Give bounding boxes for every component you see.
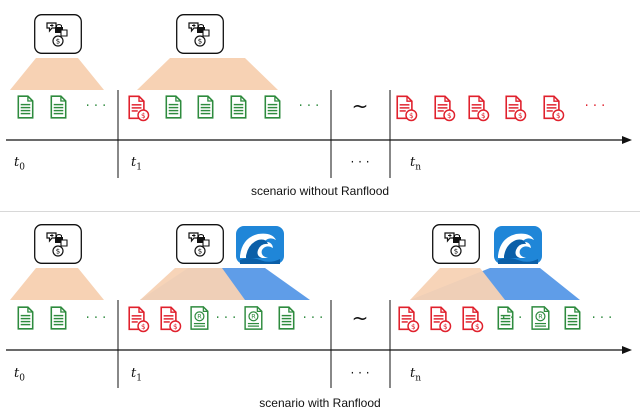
red-document-ransom-icon bbox=[543, 95, 565, 122]
green-document-r-icon bbox=[531, 306, 550, 330]
caption-with-ranflood: scenario with Ranflood bbox=[259, 396, 381, 410]
red-document-ransom-icon bbox=[462, 306, 484, 333]
section-divider bbox=[0, 211, 640, 212]
green-document-icon bbox=[264, 95, 281, 119]
ellipsis-red: · · · bbox=[585, 99, 606, 114]
green-document-icon bbox=[197, 95, 214, 119]
red-document-ransom-icon bbox=[430, 306, 452, 333]
green-document-icon bbox=[17, 95, 34, 119]
time-label-t0: t0 bbox=[14, 155, 25, 173]
timeline-arrowhead bbox=[622, 346, 632, 354]
ellipsis-green: · · · bbox=[86, 311, 107, 326]
green-document-r-icon bbox=[190, 306, 209, 330]
dots-below: · · · bbox=[350, 366, 369, 380]
ransomware-box-icon bbox=[34, 224, 82, 264]
ransomware-box-icon bbox=[176, 224, 224, 264]
wave-icon bbox=[236, 226, 284, 264]
ellipsis-green: · · · bbox=[502, 311, 523, 326]
ellipsis-green: · · · bbox=[299, 99, 320, 114]
red-document-ransom-icon bbox=[128, 95, 150, 122]
ransomware-beam-bottom-2 bbox=[140, 268, 245, 300]
ellipsis-green: · · · bbox=[592, 311, 613, 326]
caption-without-ranflood: scenario without Ranflood bbox=[250, 184, 390, 198]
red-document-ransom-icon bbox=[398, 306, 420, 333]
wave-icon bbox=[494, 226, 542, 264]
ellipsis-green: · · · bbox=[216, 311, 237, 326]
ransomware-box-icon bbox=[34, 14, 82, 54]
red-document-ransom-icon bbox=[505, 95, 527, 122]
tilde-gap: ~ bbox=[352, 306, 369, 330]
ransomware-box-icon bbox=[176, 14, 224, 54]
ransomware-box-icon bbox=[432, 224, 480, 264]
dots-below: · · · bbox=[350, 155, 369, 169]
green-document-icon bbox=[50, 306, 67, 330]
time-label-tn: tn bbox=[410, 155, 422, 173]
timeline-arrowhead bbox=[622, 136, 632, 144]
time-label-t1: t1 bbox=[131, 155, 142, 173]
green-document-icon bbox=[564, 306, 581, 330]
green-document-icon bbox=[50, 95, 67, 119]
ransomware-beam-bottom-3 bbox=[410, 268, 505, 300]
green-document-r-icon bbox=[244, 306, 263, 330]
ransomware-beam-bottom-1 bbox=[10, 268, 104, 300]
red-document-ransom-icon bbox=[434, 95, 456, 122]
red-document-ransom-icon bbox=[468, 95, 490, 122]
ransomware-beam-top-1 bbox=[10, 58, 104, 90]
ransomware-beam-top-2 bbox=[137, 58, 278, 90]
green-document-icon bbox=[230, 95, 247, 119]
red-document-ransom-icon bbox=[396, 95, 418, 122]
green-document-icon bbox=[278, 306, 295, 330]
red-document-ransom-icon bbox=[128, 306, 150, 333]
ellipsis-green: · · · bbox=[303, 311, 324, 326]
red-document-ransom-icon bbox=[160, 306, 182, 333]
time-label-t1: t1 bbox=[131, 366, 142, 384]
tilde-gap: ~ bbox=[352, 94, 369, 118]
time-label-tn: tn bbox=[410, 366, 422, 384]
green-document-icon bbox=[165, 95, 182, 119]
ellipsis-green: · · · bbox=[86, 99, 107, 114]
green-document-icon bbox=[17, 306, 34, 330]
time-label-t0: t0 bbox=[14, 366, 25, 384]
